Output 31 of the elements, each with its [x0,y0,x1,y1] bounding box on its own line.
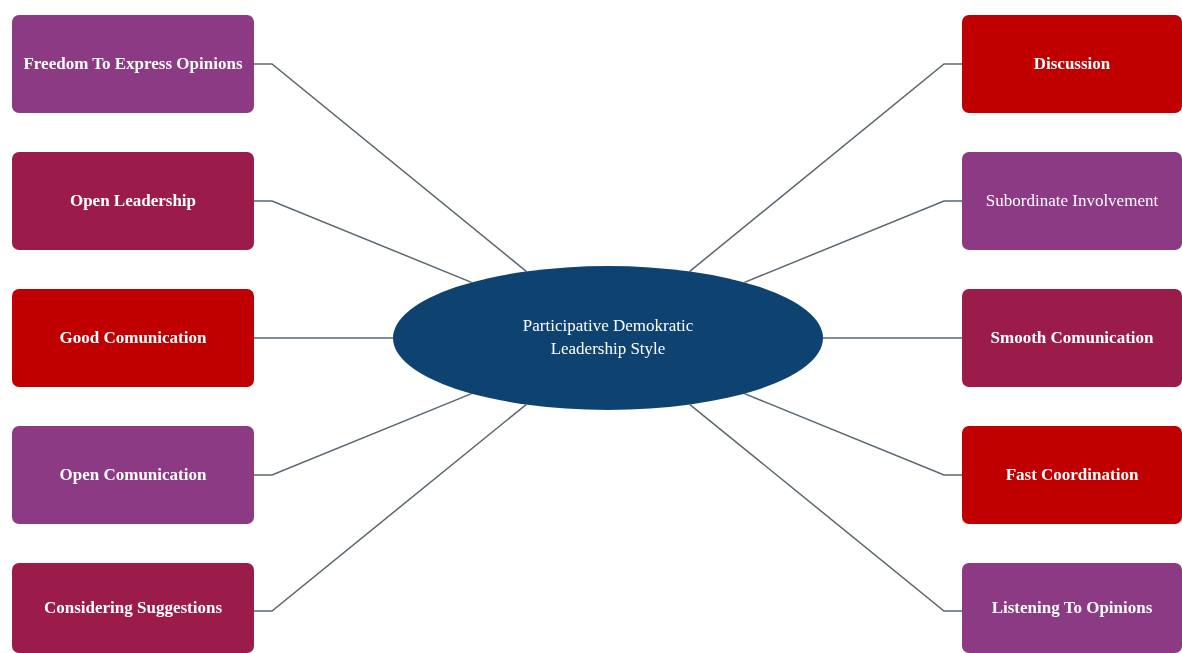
connector-line [743,200,963,284]
topic-box [12,289,254,387]
node-label: Fast Coordination [1004,463,1140,486]
node-label: Considering Suggestions [42,596,224,619]
node-label: Participative Demokratic Leadership Style [521,315,695,360]
node-label: Smooth Comunication [989,326,1155,349]
connector-line [253,337,394,339]
connector-line [253,63,528,273]
topic-box [962,563,1182,653]
node-label: Open Leadership [68,189,198,212]
connector-line [743,392,963,476]
topic-box [962,15,1182,113]
topic-box [12,152,254,250]
node-label: Good Comunication [58,326,208,349]
connector-line [253,200,473,284]
connector-line [253,392,473,476]
node-label: Discussion [1032,52,1112,75]
connector-line [253,403,527,612]
topic-box [12,563,254,653]
topic-box [12,15,254,113]
topic-box [962,426,1182,524]
topic-box [962,289,1182,387]
node-label: Open Comunication [58,463,208,486]
topic-box [962,152,1182,250]
connector-line [688,63,963,273]
node-label: Freedom To Express Opinions [22,52,244,75]
node-label: Subordinate Involvement [984,189,1160,212]
connector-line [689,403,963,612]
node-label: Listening To Opinions [990,596,1154,619]
topic-box [12,426,254,524]
connector-line [822,337,963,339]
